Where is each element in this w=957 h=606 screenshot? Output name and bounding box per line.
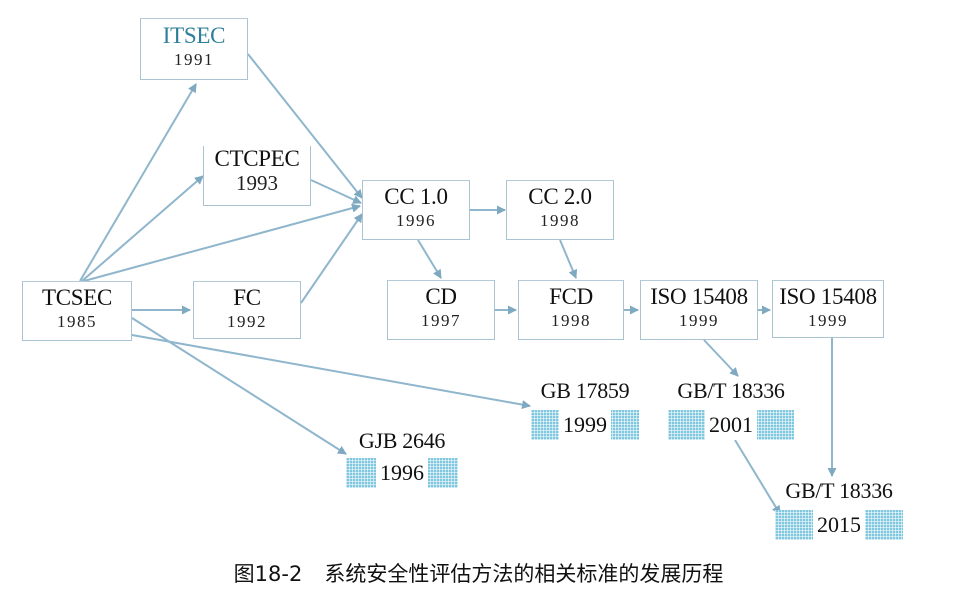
node-iso2-year: 1999	[808, 311, 848, 330]
node-cc1-name: CC 1.0	[384, 184, 448, 209]
edge-tcsec-to-gjb	[131, 317, 347, 455]
figure-caption-label: 图18-2	[233, 562, 303, 586]
node-gbt-18336-2015: GB/T 18336 2015	[775, 478, 903, 540]
node-tcsec-name: TCSEC	[41, 285, 113, 310]
node-itsec-year: 1991	[174, 50, 214, 69]
edge-fc-to-cc1	[300, 213, 363, 304]
node-cc2-name: CC 2.0	[528, 184, 592, 209]
node-tcsec: TCSEC 1985	[22, 281, 132, 341]
node-cc2-year: 1998	[540, 211, 580, 230]
node-fcd-name: FCD	[549, 284, 593, 309]
node-fc: FC 1992	[193, 281, 301, 339]
year-wrap: 1999	[531, 410, 639, 440]
node-cc1-year: 1996	[396, 211, 436, 230]
node-gb-17859: GB 17859 1999	[531, 378, 639, 440]
node-itsec-name: ITSEC	[162, 23, 226, 48]
node-gbt-18336-2001: GB/T 18336 2001	[668, 378, 794, 440]
node-iso-15408-a: ISO 15408 1999	[640, 280, 758, 340]
edge-iso1-to-gbt2001	[703, 339, 739, 377]
node-gb17859-name: GB 17859	[540, 378, 630, 403]
node-gbt2015-name: GB/T 18336	[785, 478, 893, 503]
node-gbt2001-year: 2001	[705, 410, 757, 440]
node-cc-2-0: CC 2.0 1998	[506, 180, 614, 240]
node-cc-1-0: CC 1.0 1996	[362, 180, 470, 240]
node-ctcpec: CTCPEC 1993	[203, 146, 311, 206]
figure-caption: 图18-2 系统安全性评估方法的相关标准的发展历程	[0, 558, 957, 588]
node-cd: CD 1997	[387, 280, 495, 340]
node-fcd-year: 1998	[551, 311, 591, 330]
node-gjb-name: GJB 2646	[358, 428, 446, 453]
edge-tcsec-to-itsec	[79, 83, 197, 282]
node-fc-name: FC	[233, 285, 261, 310]
edge-ctcpec-to-cc1	[310, 179, 362, 204]
node-cd-name: CD	[425, 284, 457, 309]
node-gbt2015-year: 2015	[813, 510, 865, 540]
node-gjb-2646: GJB 2646 1996	[346, 428, 458, 488]
node-itsec: ITSEC 1991	[140, 18, 248, 80]
node-fc-year: 1992	[227, 312, 267, 331]
edge-tcsec-to-ctcpec	[81, 175, 204, 282]
node-iso1-year: 1999	[679, 311, 719, 330]
node-cd-year: 1997	[421, 311, 461, 330]
year-wrap: 2001	[668, 410, 794, 440]
year-wrap: 2015	[775, 510, 903, 540]
node-iso1-name: ISO 15408	[650, 284, 748, 309]
year-wrap: 1996	[346, 458, 458, 488]
figure-caption-text: 系统安全性评估方法的相关标准的发展历程	[324, 562, 724, 586]
node-fcd: FCD 1998	[518, 280, 624, 340]
edge-cc1-to-cd	[417, 239, 442, 279]
node-tcsec-year: 1985	[57, 312, 97, 331]
node-ctcpec-year: 1993	[236, 171, 278, 195]
node-gbt2001-name: GB/T 18336	[677, 378, 785, 403]
node-gjb-year: 1996	[376, 458, 428, 488]
edge-cc2-to-fcd	[559, 239, 578, 279]
edge-itsec-to-cc1	[247, 53, 363, 199]
node-iso2-name: ISO 15408	[779, 284, 877, 309]
edge-gbt2001-to-gbt2015	[734, 439, 781, 515]
node-ctcpec-name: CTCPEC	[214, 146, 300, 171]
node-iso-15408-b: ISO 15408 1999	[772, 280, 884, 338]
edge-tcsec-to-cc1	[83, 203, 361, 282]
edge-tcsec-to-gb17859	[131, 334, 531, 410]
node-gb17859-year: 1999	[559, 410, 611, 440]
